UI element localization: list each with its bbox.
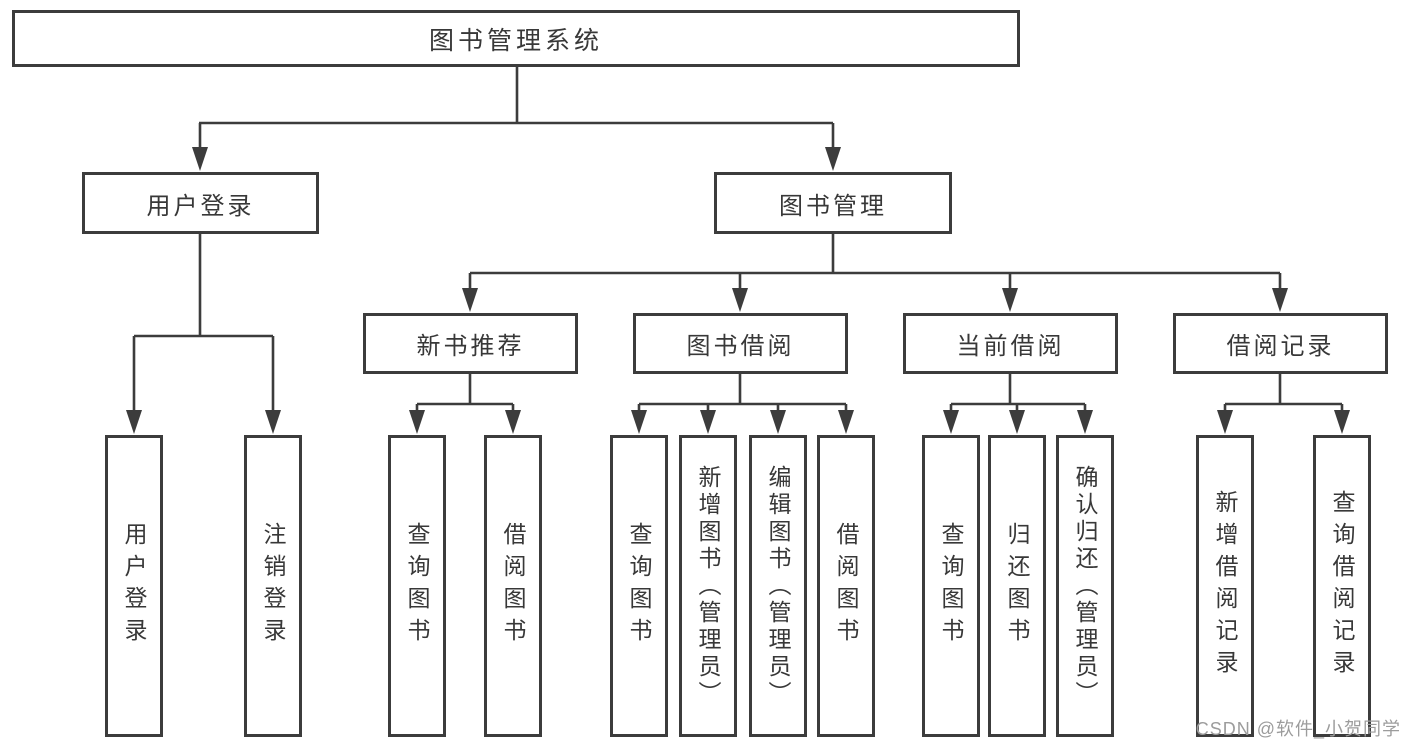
level3-node-label: 图书借阅 (686, 333, 795, 360)
connector-level3-children (409, 374, 1350, 434)
leaf-node-add-books-admin: 新增图书（管理员） (679, 435, 737, 737)
leaf-node-logout: 注销登录 (244, 435, 302, 737)
level3-node-current-borrow: 当前借阅 (903, 313, 1118, 374)
level2-node-book-management: 图书管理 (714, 172, 952, 234)
connector-root-to-level2 (192, 66, 841, 171)
root-node-system: 图书管理系统 (12, 10, 1020, 67)
level3-node-label: 新书推荐 (416, 333, 525, 360)
leaf-node-return-books: 归还图书 (988, 435, 1046, 737)
leaf-node-query-books-1: 查询图书 (388, 435, 446, 737)
level2-node-user-login: 用户登录 (82, 172, 319, 234)
level3-node-new-book-recommend: 新书推荐 (363, 313, 578, 374)
leaf-node-query-books-2: 查询图书 (610, 435, 668, 737)
leaf-node-label: 查询借阅记录 (1329, 490, 1355, 682)
level2-node-label: 用户登录 (146, 192, 255, 220)
leaf-node-label: 注销登录 (260, 522, 286, 650)
leaf-node-label: 新增借阅记录 (1212, 490, 1238, 682)
csdn-watermark: CSDN @软件_小贺同学 (1195, 719, 1401, 739)
leaf-node-label: 查询图书 (626, 522, 652, 650)
leaf-node-label: 查询图书 (404, 522, 430, 650)
connector-user-login-children (126, 234, 281, 434)
leaf-node-label: 借阅图书 (833, 522, 859, 650)
level2-node-label: 图书管理 (779, 192, 887, 220)
level3-node-book-borrow: 图书借阅 (633, 313, 848, 374)
leaf-node-label: 编辑图书（管理员） (765, 464, 791, 708)
leaf-node-query-borrow-record: 查询借阅记录 (1313, 435, 1371, 737)
level3-node-label: 当前借阅 (956, 333, 1065, 360)
leaf-node-query-books-3: 查询图书 (922, 435, 980, 737)
leaf-node-label: 新增图书（管理员） (695, 464, 721, 708)
leaf-node-label: 确认归还（管理员） (1072, 464, 1098, 708)
leaf-node-borrow-books-2: 借阅图书 (817, 435, 875, 737)
leaf-node-user-login: 用户登录 (105, 435, 163, 737)
connector-book-management-to-level3 (462, 234, 1288, 312)
leaf-node-edit-books-admin: 编辑图书（管理员） (749, 435, 807, 737)
level3-node-label: 借阅记录 (1226, 333, 1335, 360)
leaf-node-label: 借阅图书 (500, 522, 526, 650)
leaf-node-label: 查询图书 (938, 522, 964, 650)
level3-node-borrow-records: 借阅记录 (1173, 313, 1388, 374)
leaf-node-borrow-books-1: 借阅图书 (484, 435, 542, 737)
root-node-label: 图书管理系统 (428, 26, 603, 55)
leaf-node-add-borrow-record: 新增借阅记录 (1196, 435, 1254, 737)
leaf-node-confirm-return-admin: 确认归还（管理员） (1056, 435, 1114, 737)
leaf-node-label: 归还图书 (1004, 522, 1030, 650)
leaf-node-label: 用户登录 (121, 522, 147, 650)
